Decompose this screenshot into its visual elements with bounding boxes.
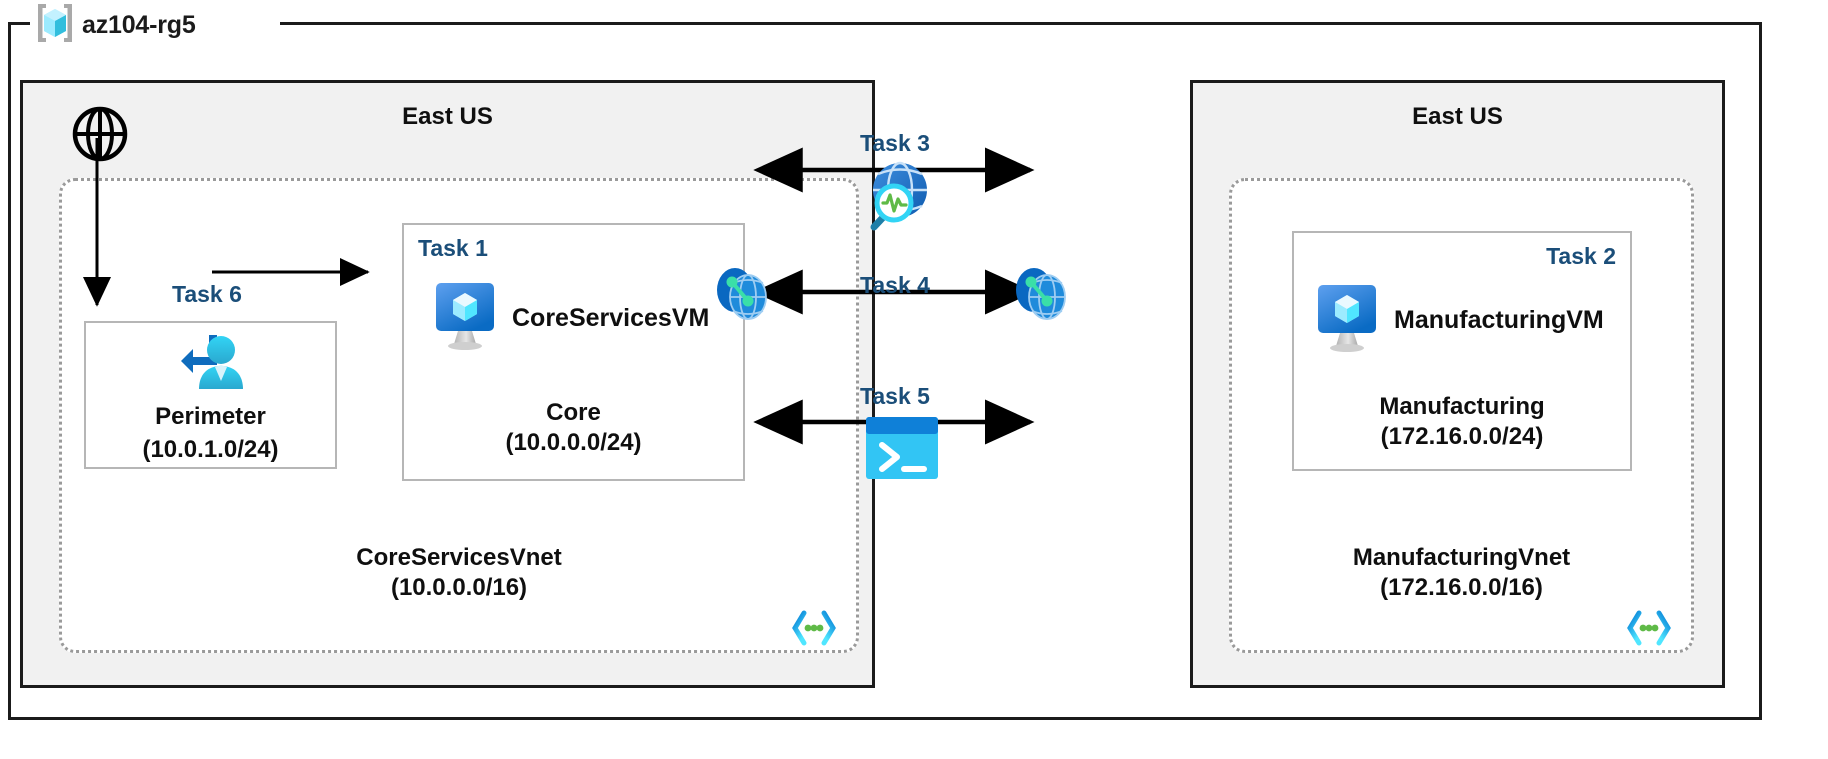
task-label-task5: Task 5 [860,383,930,409]
task-label-task3: Task 3 [860,130,930,156]
region-east-us-right: East US Task 2 [1190,80,1725,688]
perimeter-subnet-cidr: (10.0.1.0/24) [142,436,279,464]
core-subnet-cidr: (10.0.0.0/24) [505,428,642,456]
task-label-task1: Task 1 [418,235,488,261]
vnet-manufacturing-name: ManufacturingVnet [1352,544,1571,572]
vnet-manufacturing: Task 2 [1229,178,1694,653]
manufacturing-subnet-name: Manufacturing [1379,393,1545,421]
resource-group-frame [8,22,1762,720]
manufacturing-vm: ManufacturingVM [1314,283,1604,358]
vnet-core-cidr: (10.0.0.0/16) [390,573,528,601]
subnet-perimeter: Perimeter (10.0.1.0/24) [84,321,337,469]
perimeter-content: Perimeter (10.0.1.0/24) [86,331,335,465]
cloud-shell-icon [864,415,940,486]
vnet-core-caption: CoreServicesVnet (10.0.0.0/16) [62,543,856,602]
task-label-task6: Task 6 [172,281,242,307]
vnet-peering-icon-right [1012,263,1070,330]
region-left-title: East US [402,103,493,130]
network-watcher-icon [856,155,934,238]
region-east-us-left: East US [20,80,875,688]
virtual-machine-icon [1314,283,1380,358]
subnet-core: Task 1 [402,223,745,481]
vnet-core-services: Perimeter (10.0.1.0/24) Task 6 Task 1 [59,178,859,653]
resource-group-title: az104-rg5 [34,2,196,48]
manufacturing-vm-name: ManufacturingVM [1394,306,1604,334]
virtual-network-icon [1625,610,1673,646]
manufacturing-subnet-cidr: (172.16.0.0/24) [1380,422,1544,450]
internet-globe-icon [71,105,129,168]
manufacturing-subnet-caption: Manufacturing (172.16.0.0/24) [1294,392,1630,451]
core-subnet-name: Core [546,399,601,427]
virtual-machine-icon [432,281,498,356]
vnet-manufacturing-caption: ManufacturingVnet (172.16.0.0/16) [1232,543,1691,602]
vnet-manufacturing-cidr: (172.16.0.0/16) [1380,573,1543,601]
resource-group-name: az104-rg5 [82,10,196,39]
vnet-peering-icon-left [713,263,771,330]
task-label-task4: Task 4 [860,272,930,298]
subnet-manufacturing: Task 2 [1292,231,1632,471]
vnet-core-name: CoreServicesVnet [356,544,562,572]
region-right-title: East US [1412,103,1503,130]
core-subnet-caption: Core (10.0.0.0/24) [404,398,743,457]
core-vm-name: CoreServicesVM [512,304,710,332]
bastion-user-icon [175,331,247,398]
task-label-task2: Task 2 [1546,243,1616,269]
azure-resource-group-icon [34,1,76,50]
core-services-vm: CoreServicesVM [432,281,709,356]
virtual-network-icon [790,610,838,646]
perimeter-subnet-name: Perimeter [155,403,266,430]
